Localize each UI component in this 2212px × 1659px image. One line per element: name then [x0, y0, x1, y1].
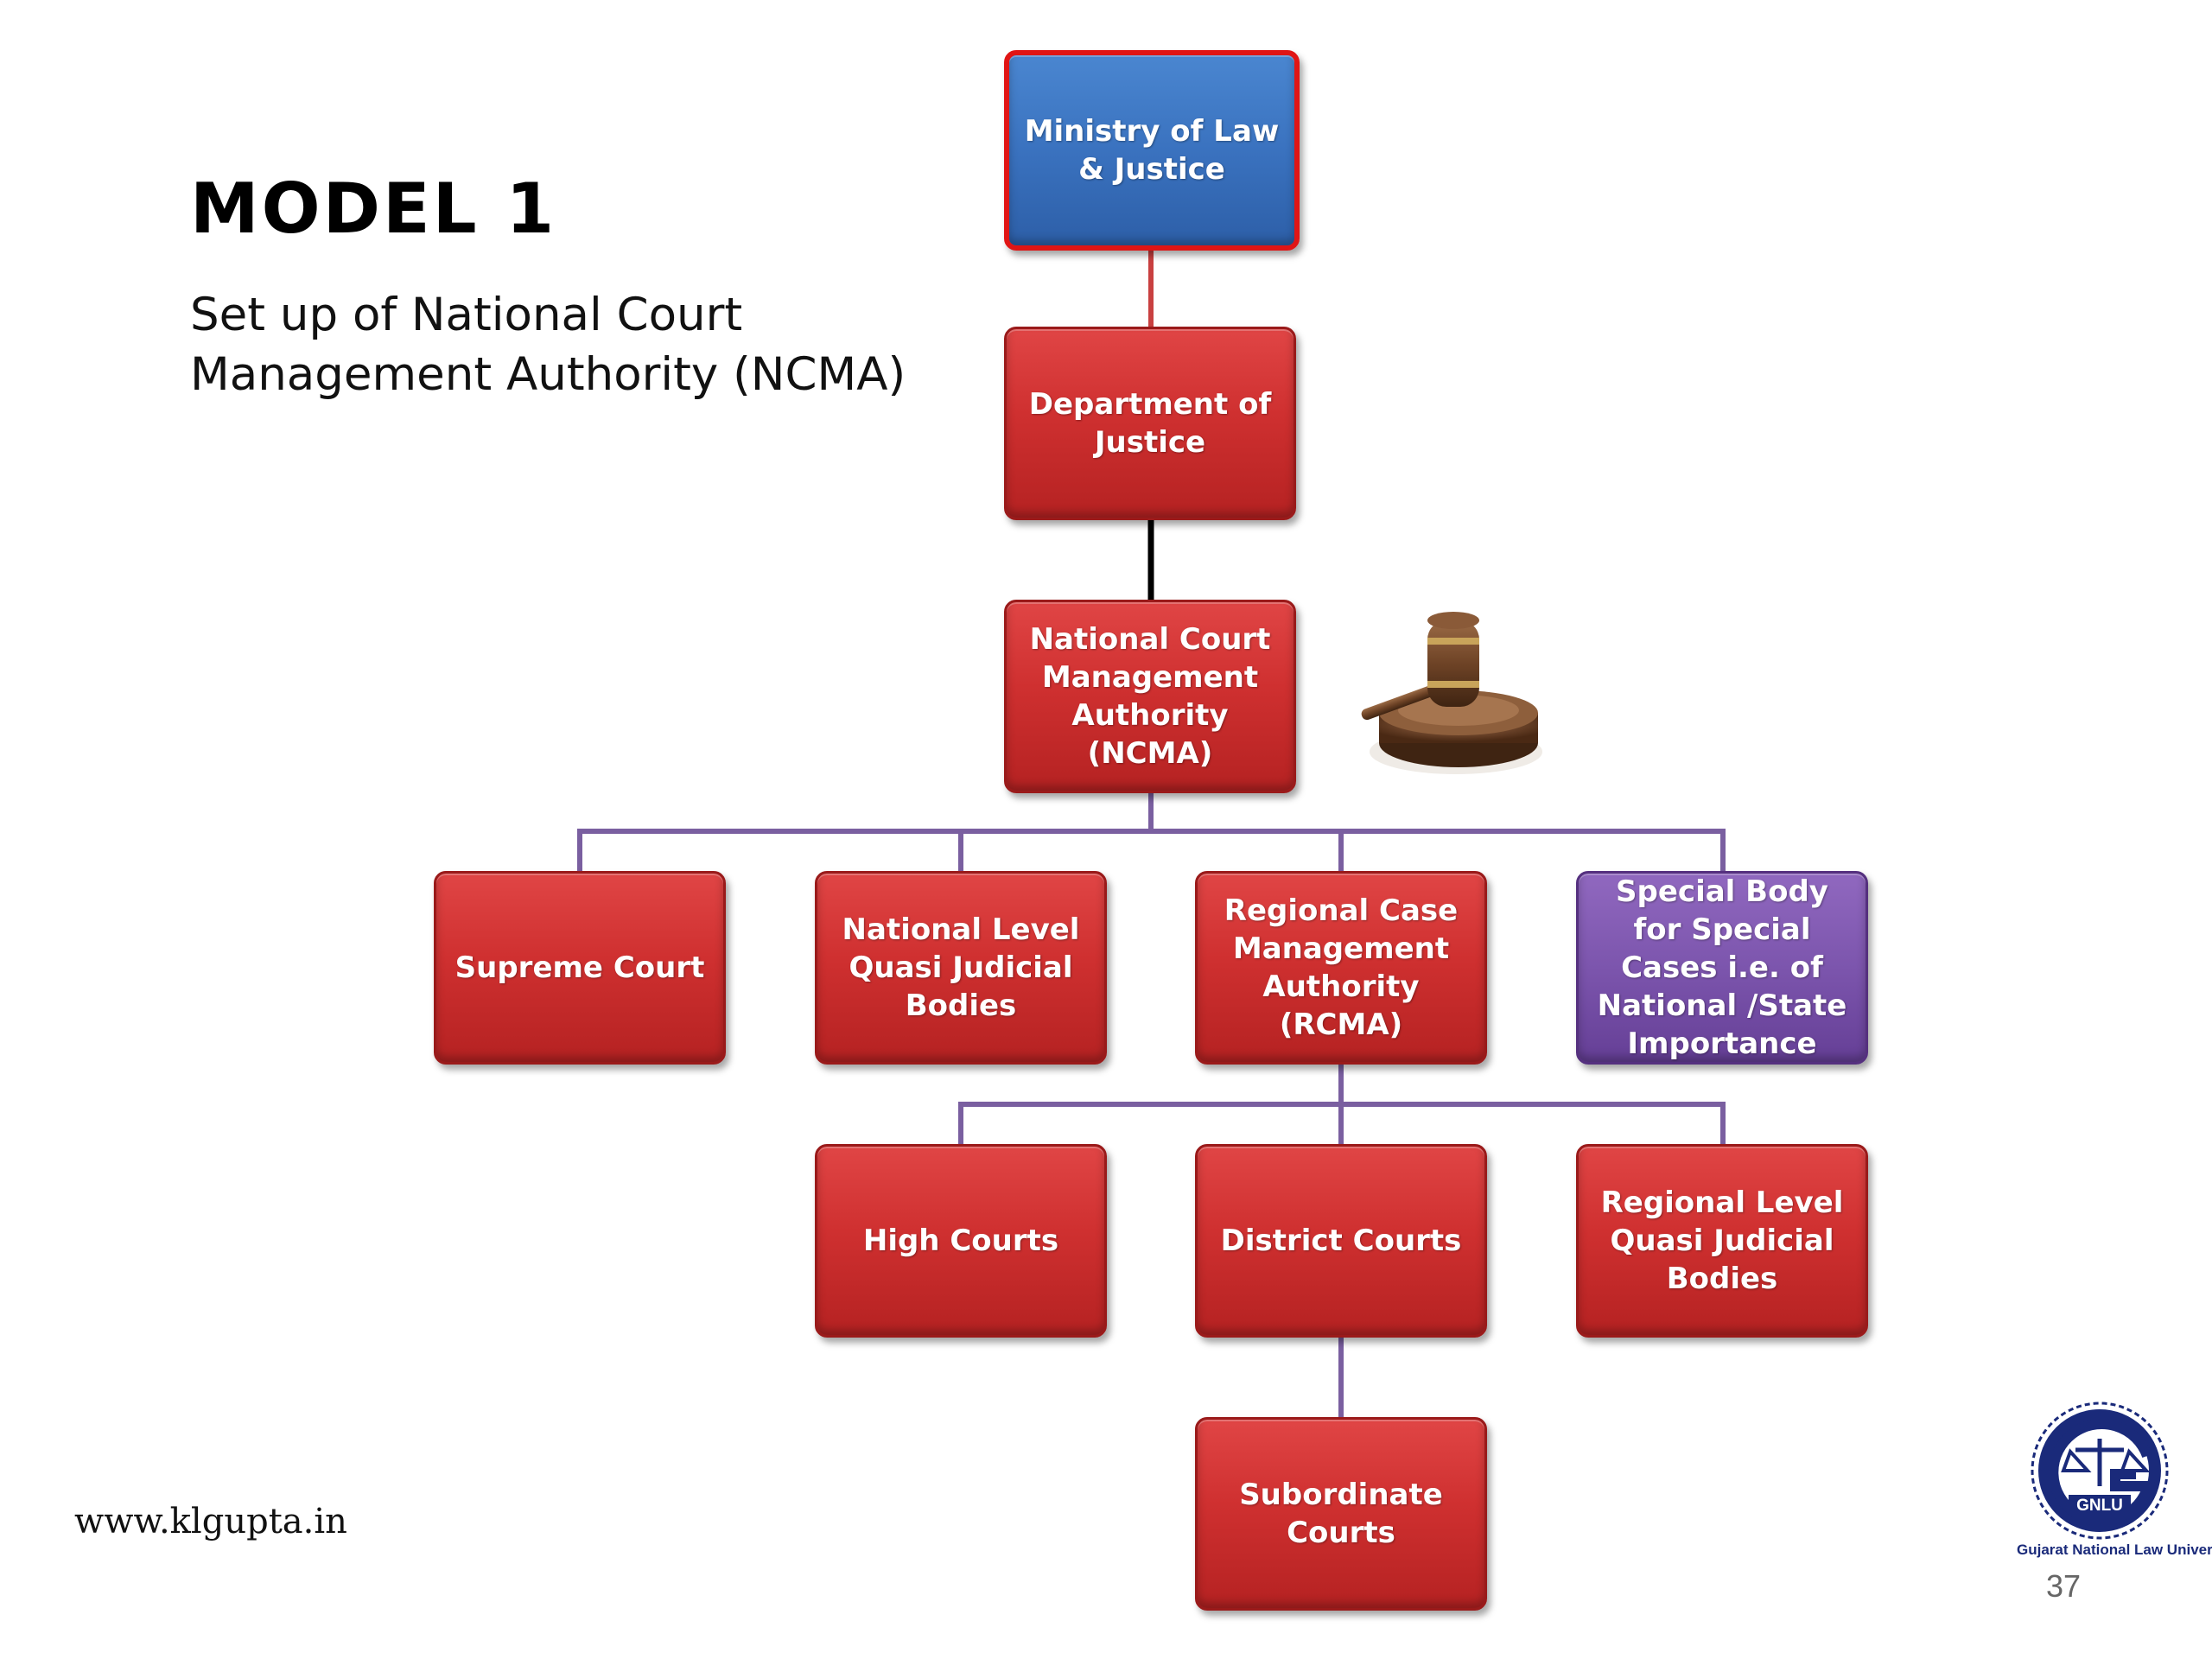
node-high-courts: High Courts	[815, 1144, 1107, 1338]
node-subordinate-courts: Subordinate Courts	[1195, 1417, 1487, 1611]
gnlu-logo-text: GNLU	[2076, 1497, 2123, 1515]
slide-title: MODEL 1	[190, 168, 557, 249]
page-number: 37	[2046, 1568, 2082, 1604]
node-ncma: National Court Management Authority (NCM…	[1004, 600, 1296, 793]
node-ministry-of-law-justice: Ministry of Law & Justice	[1004, 50, 1300, 251]
node-department-of-justice: Department of Justice	[1004, 327, 1296, 520]
node-regional-level-quasi-judicial-bodies: Regional Level Quasi Judicial Bodies	[1576, 1144, 1868, 1338]
slide-subtitle: Set up of National Court Management Auth…	[190, 289, 906, 401]
gavel-icon	[1361, 612, 1542, 774]
gnlu-logo-icon: GNLU	[2031, 1402, 2169, 1540]
node-supreme-court: Supreme Court	[434, 871, 726, 1065]
node-special-body: Special Body for Special Cases i.e. of N…	[1576, 871, 1868, 1065]
institution-name: Gujarat National Law University	[2017, 1541, 2212, 1558]
website-url: www.klgupta.in	[74, 1502, 347, 1541]
node-rcma: Regional Case Management Authority (RCMA…	[1195, 871, 1487, 1065]
node-district-courts: District Courts	[1195, 1144, 1487, 1338]
node-national-level-quasi-judicial-bodies: National Level Quasi Judicial Bodies	[815, 871, 1107, 1065]
